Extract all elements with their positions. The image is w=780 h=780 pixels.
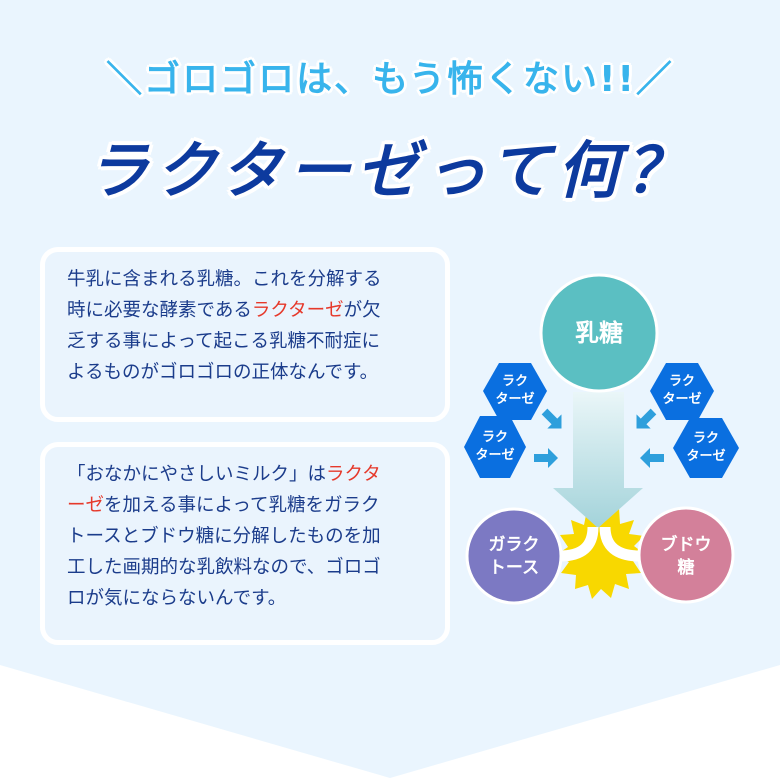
- lactose-label: 乳糖: [575, 319, 623, 347]
- big-down-arrow-icon: [553, 392, 643, 528]
- enzyme-label-1: ラク ターゼ: [495, 374, 535, 407]
- box1-line-4: よるものがゴロゴロの正体なんです。: [67, 362, 379, 383]
- lactose-circle: [539, 273, 659, 393]
- explanation-box-1: 牛乳に含まれる乳糖。これを分解する 時に必要な酵素であるラクターゼが欠 乏する事…: [40, 247, 450, 422]
- box2-line-1: 「おなかにやさしいミルク」はラクタ: [67, 464, 381, 485]
- box2-line-5: ロが気にならないんです。: [67, 588, 287, 609]
- highlight-lactase-part2: ーゼ: [67, 495, 105, 516]
- box1-line-3: 乏する事によって起こる乳糖不耐症に: [67, 331, 381, 352]
- highlight-lactase: ラクターゼ: [251, 300, 344, 321]
- glucose-circle: [637, 506, 735, 604]
- enzyme-label-4: ラク ターゼ: [686, 431, 726, 464]
- page-title: ラクターゼって何？: [86, 134, 694, 207]
- explanation-box-2: 「おなかにやさしいミルク」はラクタ ーゼを加える事によって乳糖をガラク トースと…: [40, 442, 450, 645]
- enzyme-hex-2: [464, 416, 526, 478]
- small-arrow-down-right-icon-1: [541, 408, 562, 429]
- box1-line-2: 時に必要な酵素であるラクターゼが欠: [67, 300, 381, 321]
- subtitle-right-mark: ／: [635, 59, 674, 100]
- box2-line-4: 工した画期的な乳飲料なので、ゴロゴ: [67, 557, 381, 578]
- small-arrow-down-left-icon-2: [636, 408, 657, 429]
- box2-line-2: ーゼを加える事によって乳糖をガラク: [67, 495, 380, 516]
- enzyme-label-3: ラク ターゼ: [662, 374, 702, 407]
- small-arrow-left-icon-2: [640, 448, 664, 468]
- enzyme-hex-1: [483, 363, 547, 420]
- enzyme-hex-3: [650, 363, 714, 420]
- enzyme-hex-4: [673, 418, 739, 478]
- subtitle: ＼ゴロゴロは、もう怖くない!!／: [0, 50, 780, 102]
- small-arrow-right-icon-1: [534, 448, 558, 468]
- subtitle-text: ゴロゴロは、もう怖くない!!: [144, 59, 636, 100]
- enzyme-label-2: ラク ターゼ: [475, 430, 515, 463]
- galactose-label: ガラク トース: [488, 535, 540, 578]
- galactose-circle: [465, 507, 563, 605]
- highlight-lactase-part1: ラクタ: [326, 464, 381, 485]
- glucose-label: ブドウ 糖: [660, 535, 712, 578]
- reaction-burst-icon: [556, 505, 646, 599]
- box2-line-3: トースとブドウ糖に分解したものを加: [67, 526, 381, 547]
- subtitle-left-mark: ＼: [106, 59, 145, 100]
- box1-line-1: 牛乳に含まれる乳糖。これを分解する: [67, 269, 382, 290]
